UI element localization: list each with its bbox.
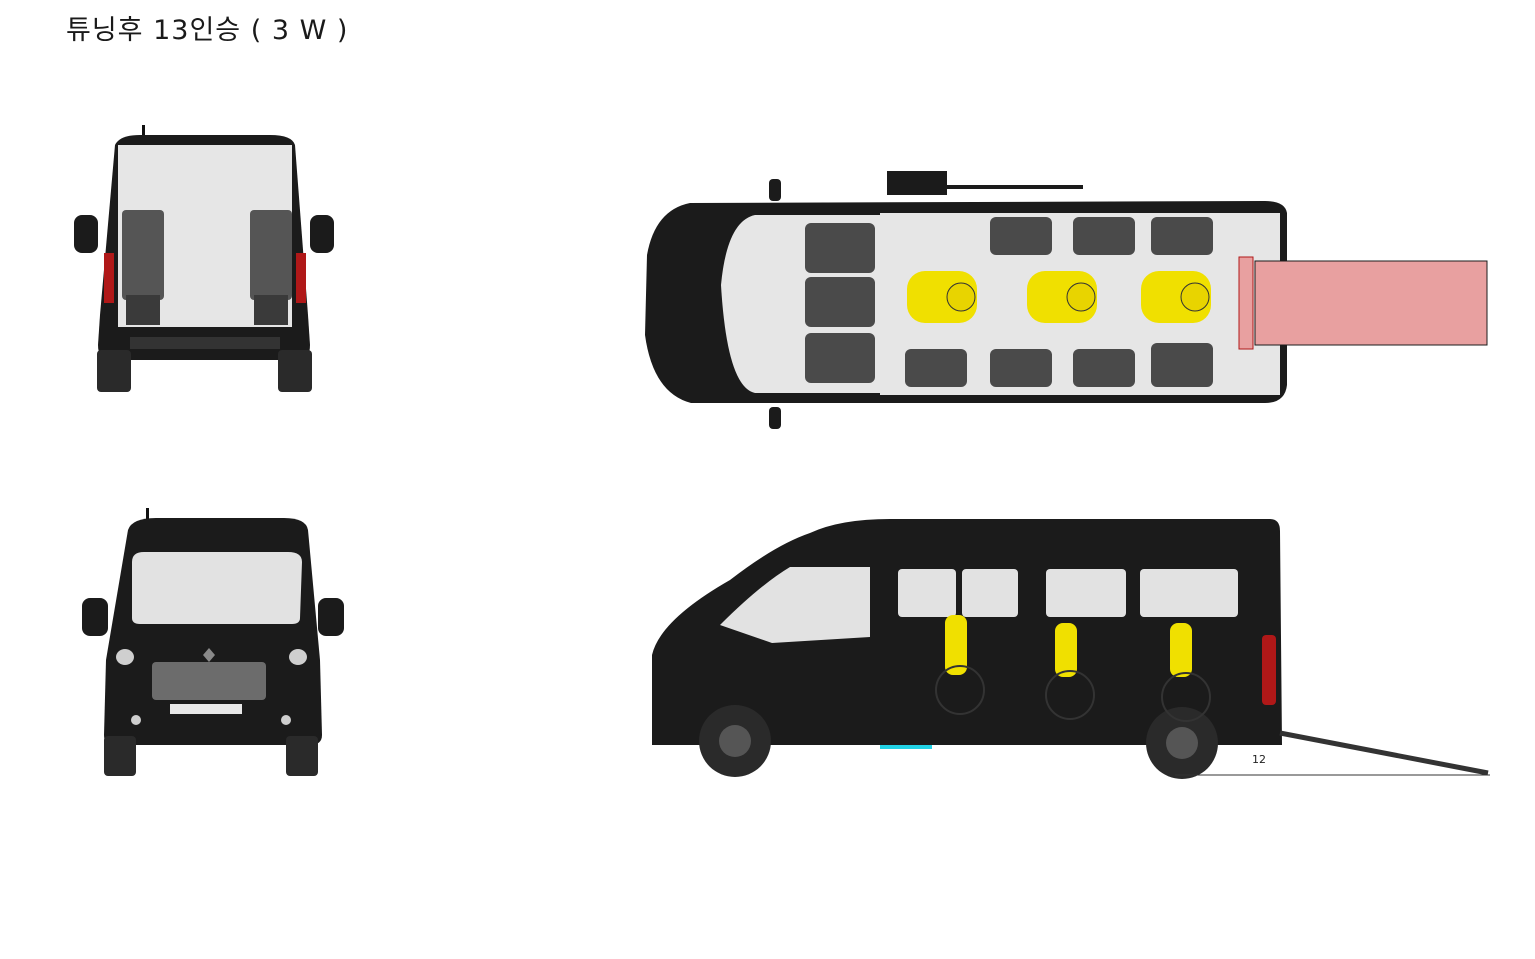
rear-mirrors [74,215,334,253]
side-windows [898,569,1238,617]
front-grille [152,662,266,700]
windshield [132,552,302,624]
wheelchair-icon [907,271,1211,323]
rear-wheels [97,350,312,392]
wheelchair-passengers-side [935,615,1211,722]
front-view [82,508,344,776]
side-wheels [699,705,1218,779]
rear-view [74,125,334,392]
front-seat-row [805,223,875,383]
front-mirrors [82,598,344,636]
page-title: 튜닝후 13인승 ( 3 W ) [66,15,349,46]
rear-taillights [104,253,306,303]
license-plate [170,704,242,714]
passenger-seats-top [905,217,1213,387]
ramp-icon [1238,256,1488,350]
side-view: 12 [652,519,1490,779]
side-ramp [1279,730,1489,776]
headlights [116,649,307,665]
height-dimension-label: 12 [1252,753,1266,766]
marker-strip [880,745,932,749]
top-roof-hatch [887,171,1083,195]
side-mirrors-top [769,179,781,429]
front-wheels [104,736,318,776]
brand-emblem-icon [203,648,215,662]
rear-bumper [130,337,280,349]
fog-lights [131,715,291,725]
top-view [645,171,1488,429]
rear-seats [122,210,292,325]
side-taillight [1262,635,1276,705]
side-windshield [720,567,870,643]
